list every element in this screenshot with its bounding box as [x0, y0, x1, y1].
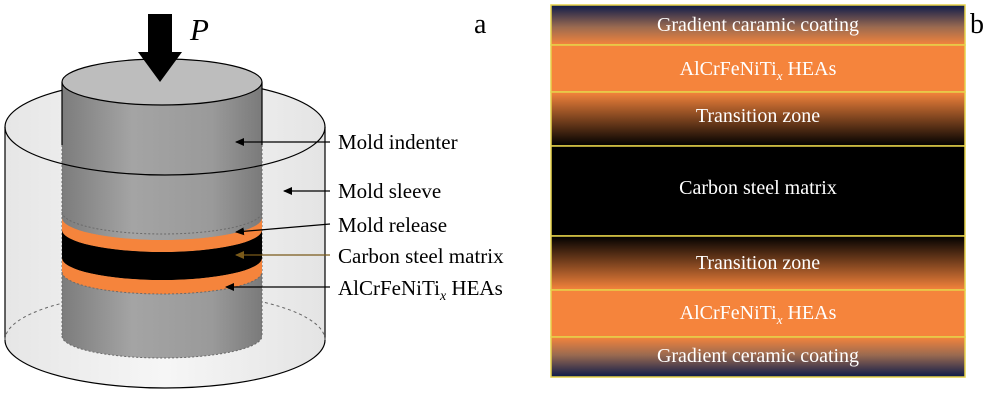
label-heas-sub: x — [439, 289, 447, 304]
label-heas: AlCrFeNiTix HEAs — [338, 276, 503, 304]
layer-label-top-transition: Transition zone — [696, 105, 820, 127]
layer-label-top-heas: AlCrFeNiTix HEAs — [680, 58, 837, 83]
leader-lines — [225, 138, 331, 291]
layer-matrix — [550, 145, 966, 237]
panel-b: Gradient caramic coating AlCrFeNiTix HEA… — [550, 4, 984, 378]
label-mold-release: Mold release — [338, 213, 447, 237]
mold-column — [61, 82, 263, 359]
mold-release-edge — [61, 211, 263, 235]
force-arrow-icon — [138, 14, 182, 82]
layer-top-heas — [550, 44, 966, 93]
top-heas-sub: x — [776, 68, 783, 83]
bottom-heas-suffix: HEAs — [782, 302, 836, 324]
top-heas-suffix: HEAs — [782, 58, 836, 80]
bottom-heas-sub: x — [776, 312, 783, 327]
layer-label-matrix: Carbon steel matrix — [679, 177, 837, 199]
label-mold-sleeve: Mold sleeve — [338, 179, 441, 203]
panel-a: P Mold indenter Mold sleeve Mold release… — [4, 9, 504, 389]
force-label: P — [189, 12, 209, 47]
label-heas-suffix: HEAs — [446, 276, 503, 300]
layer-top-coating — [550, 4, 966, 46]
bottom-heas-prefix: AlCrFeNiTi — [680, 302, 778, 324]
label-carbon-steel-matrix: Carbon steel matrix — [338, 244, 504, 268]
label-heas-prefix: AlCrFeNiTi — [338, 276, 440, 300]
layer-bottom-transition — [550, 235, 966, 291]
layer-label-bottom-transition: Transition zone — [696, 252, 820, 274]
layer-top-transition — [550, 91, 966, 147]
layer-bottom-heas — [550, 289, 966, 338]
label-mold-indenter: Mold indenter — [338, 130, 458, 154]
mold-sleeve-rim — [4, 126, 326, 176]
sample-stack — [61, 218, 263, 295]
leader-mold-release — [235, 223, 331, 236]
layer-label-top-coating: Gradient caramic coating — [657, 14, 859, 36]
layer-bottom-coating — [550, 336, 966, 378]
layer-label-bottom-coating: Gradient ceramic coating — [657, 345, 859, 367]
top-heas-prefix: AlCrFeNiTi — [680, 58, 778, 80]
panel-label-a: a — [474, 9, 487, 40]
panel-label-b: b — [970, 9, 984, 40]
layer-label-bottom-heas: AlCrFeNiTix HEAs — [680, 302, 837, 327]
